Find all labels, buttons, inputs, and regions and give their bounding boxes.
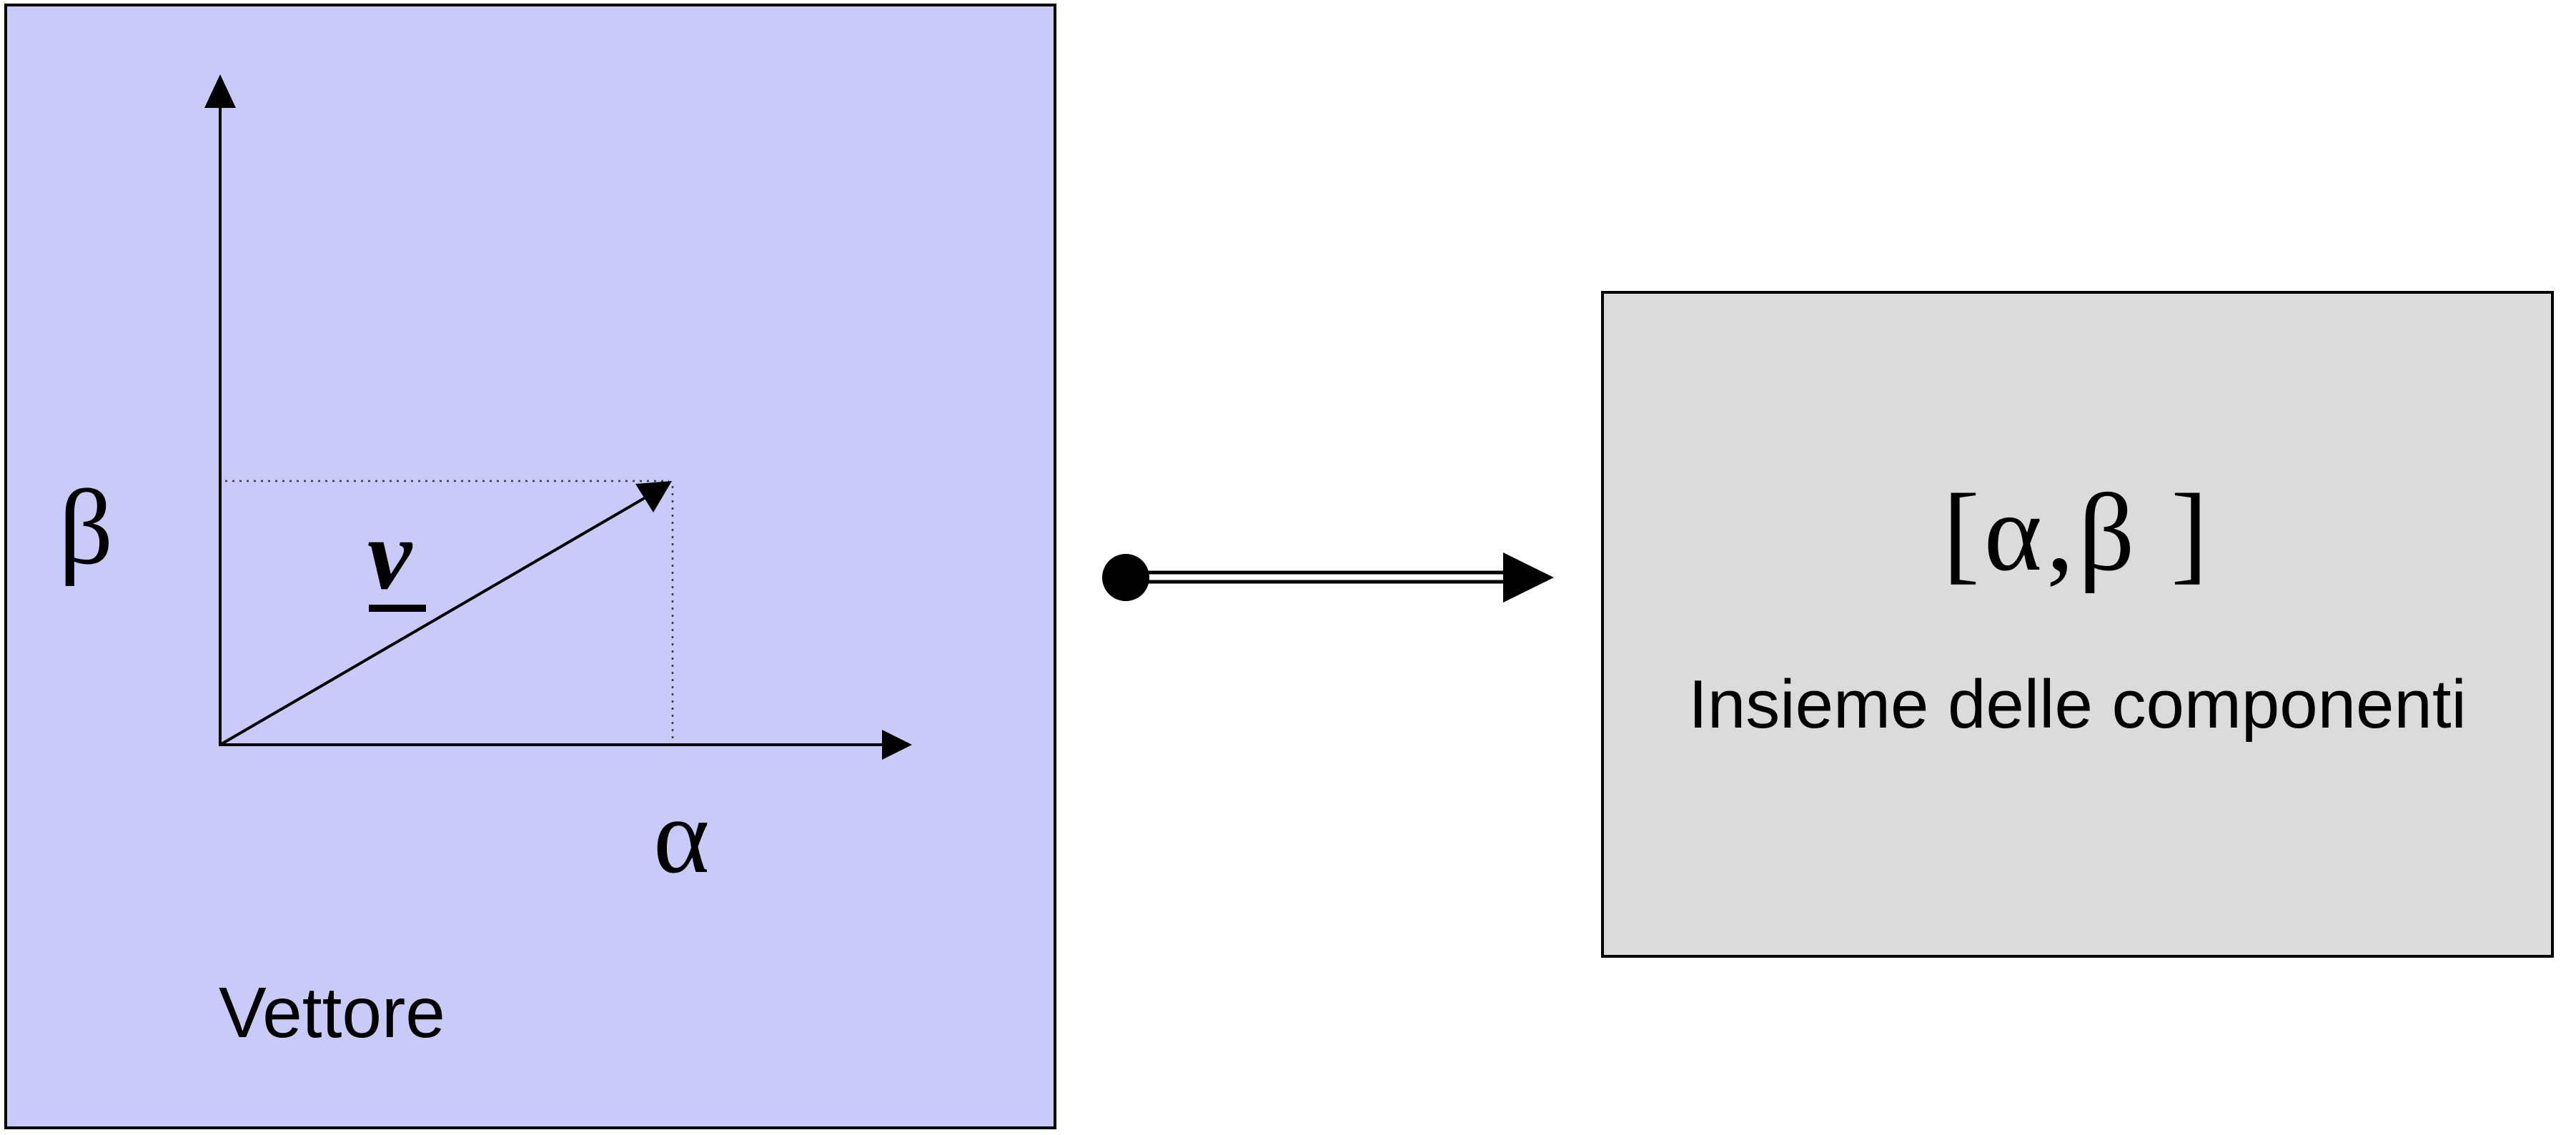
components-expression: [α,β ] xyxy=(1943,471,2212,594)
vector-panel-caption: Vettore xyxy=(219,973,445,1053)
components-panel xyxy=(1601,291,2554,958)
vector-panel xyxy=(4,4,1056,1129)
connector-arrowhead-icon xyxy=(1503,552,1554,603)
vector-label-underline xyxy=(369,605,426,612)
components-panel-caption: Insieme delle componenti xyxy=(1688,666,2467,743)
x-axis-arrowhead-icon xyxy=(882,730,912,760)
alpha-axis-label: α xyxy=(653,777,710,896)
connector-dot xyxy=(1102,554,1149,601)
vector-arrowhead-icon xyxy=(635,481,672,512)
vector-label: v xyxy=(367,500,412,610)
y-axis-arrowhead-icon xyxy=(204,74,236,108)
vector-line xyxy=(219,493,652,746)
beta-axis-label: β xyxy=(59,468,114,587)
